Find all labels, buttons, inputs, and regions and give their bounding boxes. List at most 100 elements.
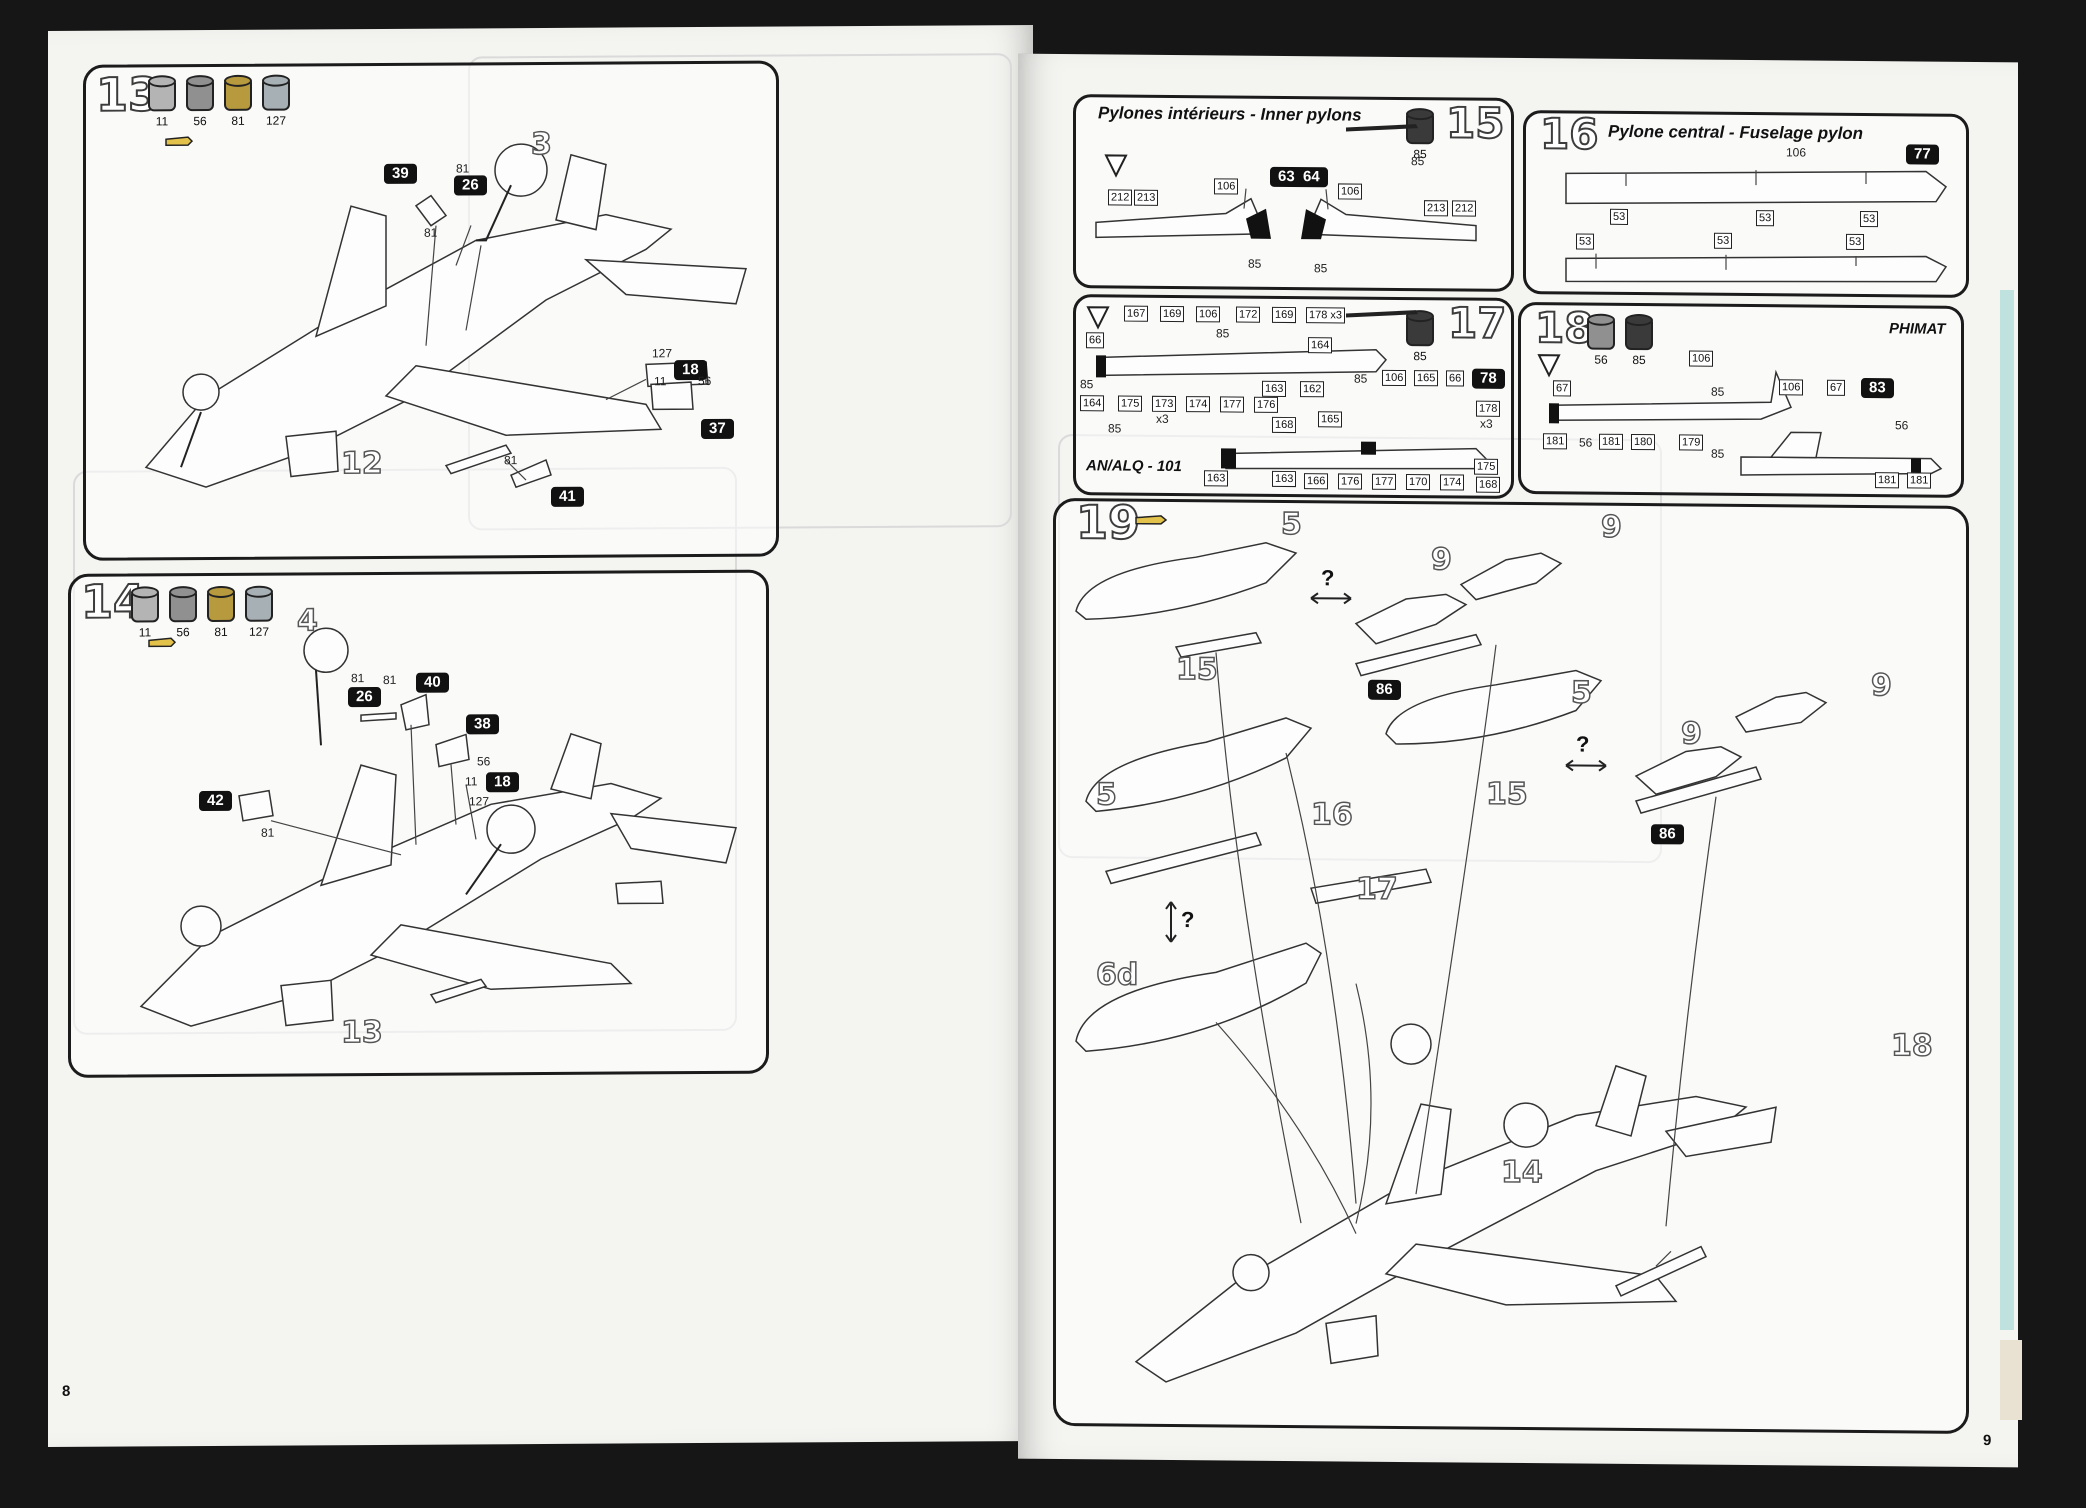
- glue-tube-icon: [148, 637, 177, 648]
- step-19-drawing: [1075, 515, 1828, 1383]
- part-box: 66: [1086, 332, 1105, 349]
- bomb-9: [1734, 691, 1828, 733]
- paint-ref-81: 81: [456, 161, 470, 176]
- step-18-drawing: [1537, 354, 1943, 476]
- multiplier-label: x3: [1156, 411, 1169, 426]
- nose-wheel: [180, 905, 222, 947]
- part-box: 163: [1272, 470, 1297, 488]
- part-box: 106: [1196, 306, 1221, 323]
- brush-icon: [1346, 310, 1418, 318]
- part-box: 179: [1679, 434, 1704, 451]
- paint-ref-85: 85: [1711, 384, 1725, 399]
- callout-39: 39: [384, 163, 417, 184]
- paint-ref-85: 85: [1711, 446, 1725, 461]
- glue-tube-icon: [1135, 515, 1168, 525]
- triangle-warning-icon: [1104, 154, 1128, 178]
- callout-86: 86: [1368, 679, 1401, 700]
- missile-part: [444, 444, 513, 475]
- brush-icon: [1346, 124, 1418, 132]
- part-box: 167: [1124, 305, 1149, 322]
- sub-assembly-label-9: 9: [1430, 541, 1452, 578]
- nose-wheel: [182, 373, 220, 411]
- sensor-part: [650, 381, 694, 411]
- triangle-warning-icon: [1537, 354, 1561, 378]
- callout-26: 26: [348, 686, 381, 708]
- paint-ref-81: 81: [424, 225, 438, 240]
- part-box: 53: [1860, 210, 1879, 228]
- sub-assembly-label-13: 13: [340, 1014, 383, 1051]
- callout-63-64: 63 64: [1270, 166, 1328, 188]
- part-box: 174: [1440, 474, 1465, 491]
- part-box: 181: [1599, 433, 1624, 450]
- air-intake: [1325, 1314, 1379, 1365]
- part-box: 106: [1382, 369, 1407, 387]
- aircraft-wing: [369, 924, 633, 991]
- decal-part-42: [238, 789, 274, 822]
- option-question-mark: ?: [1181, 907, 1195, 933]
- part-box: 166: [1304, 473, 1329, 490]
- bomb-9: [1354, 593, 1468, 645]
- part-box: 178: [1476, 400, 1501, 417]
- option-question-mark: ?: [1576, 731, 1590, 757]
- part-box: 53: [1756, 210, 1775, 227]
- aircraft-tail-fin: [1595, 1064, 1647, 1137]
- fuel-tank-5-mid: [1385, 669, 1603, 745]
- paint-ref-81: 81: [261, 825, 275, 840]
- option-question-mark: ?: [1321, 565, 1335, 591]
- sub-assembly-label-15: 15: [1175, 651, 1218, 688]
- callout-40: 40: [416, 672, 449, 693]
- part-box: 67: [1827, 379, 1846, 396]
- paint-ref-56: 56: [698, 373, 712, 389]
- aircraft-tail-fin: [1384, 1103, 1452, 1205]
- sub-assembly-label-5: 5: [1095, 777, 1117, 814]
- callout-42: 42: [199, 790, 232, 812]
- aircraft-tail-fin: [550, 732, 602, 800]
- part-box: 165: [1414, 370, 1439, 387]
- air-intake: [285, 430, 339, 478]
- air-intake: [280, 979, 334, 1027]
- pylon-part: [1104, 831, 1263, 885]
- step-18-panel: 18 56 85 PHIMAT 106 67 85 181 56 181 180…: [1518, 302, 1964, 498]
- paint-ref-127: 127: [469, 794, 490, 809]
- paint-ref-85: 85: [1248, 256, 1262, 271]
- page-number: 8: [62, 1382, 71, 1400]
- main-wheel: [1503, 1102, 1549, 1148]
- step-16-panel: 16 Pylone central - Fuselage pylon 106 7…: [1523, 110, 1969, 298]
- part-box: 106: [1214, 178, 1239, 195]
- probe-part: [414, 194, 448, 227]
- paint-ref-85: 85: [1216, 326, 1230, 341]
- aircraft-wing: [384, 364, 663, 436]
- phimat-pod-right: [1740, 456, 1943, 476]
- aircraft-fuselage: [139, 782, 663, 1027]
- sub-assembly-label-14: 14: [1500, 1154, 1543, 1191]
- probe-part-26: [360, 712, 397, 722]
- part-box: 213: [1134, 189, 1159, 206]
- sub-assembly-label-5: 5: [1280, 506, 1302, 543]
- part-box: 181: [1907, 472, 1932, 489]
- aircraft-tail-fin: [555, 153, 607, 231]
- seat-part-38: [435, 733, 470, 768]
- page-number: 9: [1983, 1432, 1992, 1450]
- part-box: 53: [1846, 233, 1865, 251]
- step-15-drawing: [1095, 124, 1477, 242]
- part-box: 181: [1543, 433, 1568, 450]
- aircraft-tailplane: [609, 812, 737, 864]
- part-box: 176: [1338, 473, 1363, 490]
- paint-ref-81: 81: [504, 453, 518, 468]
- part-box: 177: [1372, 473, 1397, 490]
- sub-assembly-label-16: 16: [1310, 796, 1353, 833]
- panel-part: [510, 458, 552, 489]
- phimat-pod-left: [1550, 369, 1792, 422]
- pylon-part: [1354, 633, 1483, 677]
- paint-ref-127: 127: [652, 346, 673, 361]
- part-box: 170: [1406, 474, 1431, 491]
- paint-ref-56: 56: [1895, 418, 1909, 433]
- paint-ref-56: 56: [1579, 435, 1593, 450]
- phimat-fin: [1769, 431, 1822, 459]
- callout-18: 18: [486, 772, 519, 793]
- aircraft-wing: [1384, 1243, 1678, 1306]
- sub-assembly-label-12: 12: [340, 445, 383, 482]
- exhaust-part: [615, 880, 664, 905]
- part-box: 164: [1080, 395, 1105, 412]
- sub-assembly-label-18: 18: [1890, 1028, 1933, 1065]
